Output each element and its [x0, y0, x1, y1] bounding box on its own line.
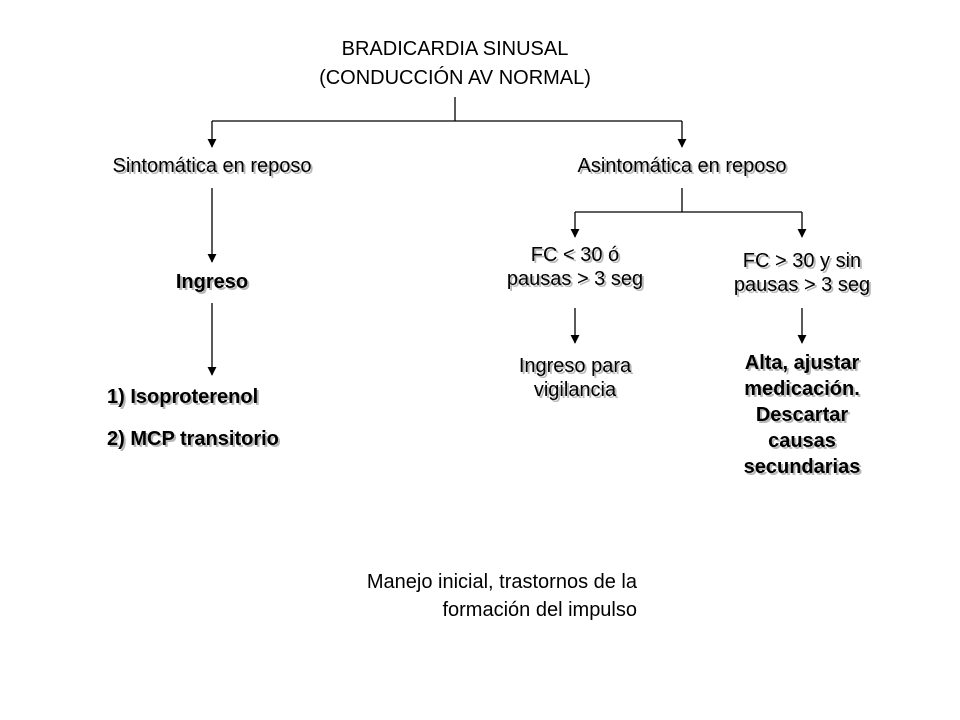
diagram-title: BRADICARDIA SINUSAL (CONDUCCIÓN AV NORMA… — [260, 35, 650, 93]
vigilancia-line-1: Ingreso para — [518, 355, 632, 377]
treatment-item: 1) Isoproterenol — [107, 386, 259, 408]
fc-high-line-2: pausas > 3 seg — [733, 274, 871, 296]
node-ingreso-vigilancia: Ingreso para vigilancia — [470, 354, 680, 402]
fc-low-line-1: FC < 30 ó — [530, 244, 620, 266]
figure-caption: Manejo inicial, trastornos de la formaci… — [300, 568, 637, 624]
node-alta: Alta, ajustar medicación. Descartar caus… — [702, 350, 902, 480]
treatment-item: 2) MCP transitorio — [107, 428, 279, 450]
alta-line: secundarias — [743, 456, 861, 478]
caption-line-2: formación del impulso — [442, 599, 637, 621]
fc-high-line-1: FC > 30 y sin — [742, 250, 862, 272]
title-line-2: (CONDUCCIÓN AV NORMAL) — [319, 67, 591, 89]
node-ingreso: Ingreso — [175, 271, 249, 293]
vigilancia-line-2: vigilancia — [533, 379, 617, 401]
node-fc-high: FC > 30 y sin pausas > 3 seg — [692, 249, 912, 297]
alta-line: Descartar — [755, 404, 849, 426]
node-fc-low: FC < 30 ó pausas > 3 seg — [470, 243, 680, 291]
title-line-1: BRADICARDIA SINUSAL — [341, 38, 569, 60]
caption-line-1: Manejo inicial, trastornos de la — [366, 571, 637, 593]
treatment-list: 1) Isoproterenol 2) MCP transitorio — [107, 385, 279, 469]
fc-low-line-2: pausas > 3 seg — [506, 268, 644, 290]
alta-line: causas — [768, 430, 836, 452]
node-asintomatica: Asintomática en reposo — [577, 155, 787, 177]
node-sintomatica: Sintomática en reposo — [112, 155, 312, 177]
alta-line: Alta, ajustar — [744, 352, 860, 374]
alta-line: medicación. — [744, 378, 860, 400]
